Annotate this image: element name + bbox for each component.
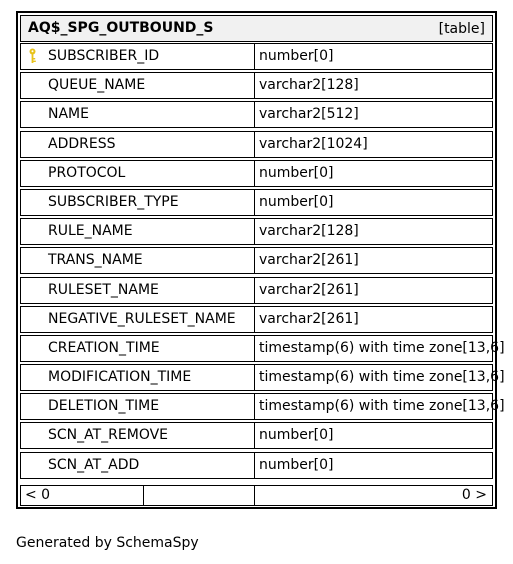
primary-key-icon — [29, 48, 36, 63]
column-name: SCN_AT_REMOVE — [20, 422, 255, 450]
parents-count: < 0 — [20, 485, 144, 506]
table-entity: AQ$_SPG_OUTBOUND_S [table] SUBSCRIBER_ID… — [16, 11, 505, 509]
column-type: varchar2[261] — [254, 247, 493, 275]
column-type: number[0] — [254, 159, 493, 187]
column-type: varchar2[128] — [254, 218, 493, 246]
column-name: TRANS_NAME — [20, 247, 255, 275]
column-type: number[0] — [254, 188, 493, 216]
column-name: DELETION_TIME — [20, 393, 255, 421]
column-type: number[0] — [254, 451, 493, 479]
column-name: PROTOCOL — [20, 159, 255, 187]
column-type: timestamp(6) with time zone[13,6] — [254, 334, 505, 362]
column-type: number[0] — [254, 422, 493, 450]
column-type: varchar2[128] — [254, 72, 493, 100]
column-type: number[0] — [254, 43, 493, 70]
table-footer: < 0 0 > — [18, 484, 495, 507]
generated-by-credit: Generated by SchemaSpy — [16, 535, 199, 551]
table-name: AQ$_SPG_OUTBOUND_S — [28, 20, 214, 36]
column-type: varchar2[261] — [254, 305, 493, 333]
column-name: MODIFICATION_TIME — [20, 364, 255, 392]
column-name: QUEUE_NAME — [20, 72, 255, 100]
column-name: SCN_AT_ADD — [20, 451, 255, 479]
column-name: SUBSCRIBER_ID — [20, 43, 255, 70]
column-type: timestamp(6) with time zone[13,6] — [254, 393, 505, 421]
column-type: timestamp(6) with time zone[13,6] — [254, 364, 505, 392]
column-name: NEGATIVE_RULESET_NAME — [20, 305, 255, 333]
column-type: varchar2[1024] — [254, 130, 493, 158]
column-type: varchar2[261] — [254, 276, 493, 304]
column-type: varchar2[512] — [254, 101, 493, 129]
children-count: 0 > — [254, 485, 493, 506]
table-type-label: [table] — [438, 21, 485, 37]
column-name: NAME — [20, 101, 255, 129]
column-name: RULESET_NAME — [20, 276, 255, 304]
column-name: SUBSCRIBER_TYPE — [20, 188, 255, 216]
column-name: ADDRESS — [20, 130, 255, 158]
footer-spacer — [143, 485, 255, 506]
column-name: RULE_NAME — [20, 218, 255, 246]
table-header: AQ$_SPG_OUTBOUND_S [table] — [20, 15, 493, 42]
column-name: CREATION_TIME — [20, 334, 255, 362]
